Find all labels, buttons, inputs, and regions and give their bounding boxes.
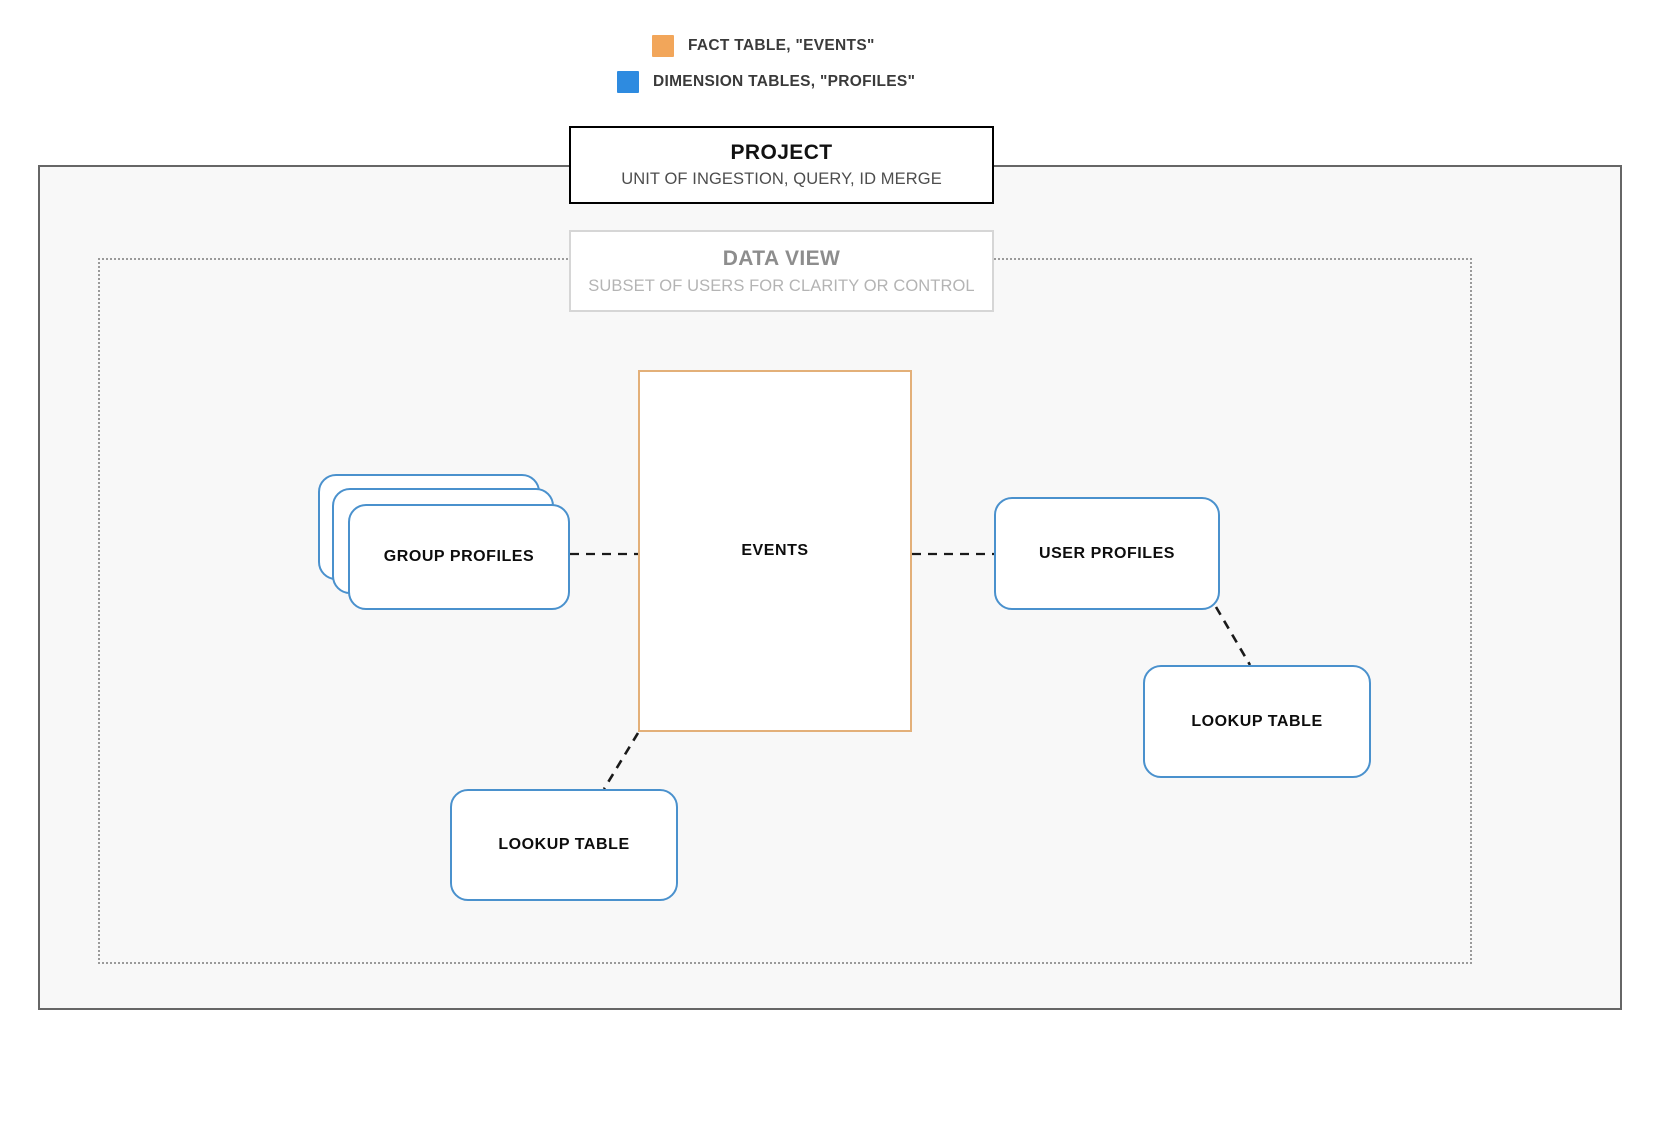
node-label-lookup-table-left: LOOKUP TABLE xyxy=(498,836,630,853)
orange-square-swatch-icon xyxy=(652,35,674,57)
legend-item-dimension-tables: DIMENSION TABLES, "PROFILES" xyxy=(617,71,915,93)
legend-label-dimension-tables: DIMENSION TABLES, "PROFILES" xyxy=(653,73,916,90)
node-group-profiles[interactable]: GROUP PROFILES xyxy=(318,474,570,610)
node-lookup-table-left[interactable]: LOOKUP TABLE xyxy=(450,789,678,901)
node-label-group-profiles: GROUP PROFILES xyxy=(383,548,535,565)
node-label-events: EVENTS xyxy=(741,542,809,559)
blue-square-swatch-icon xyxy=(617,71,639,93)
data-view-title: DATA VIEW xyxy=(722,246,841,270)
data-view-title-box: DATA VIEW SUBSET OF USERS FOR CLARITY OR… xyxy=(569,230,994,312)
legend-label-fact-table: FACT TABLE, "EVENTS" xyxy=(688,37,875,54)
node-events[interactable]: EVENTS xyxy=(638,370,912,732)
project-title: PROJECT xyxy=(730,141,833,164)
node-label-user-profiles: USER PROFILES xyxy=(1038,544,1176,562)
node-user-profiles[interactable]: USER PROFILES xyxy=(994,497,1220,610)
project-title-box: PROJECT UNIT OF INGESTION, QUERY, ID MER… xyxy=(569,126,994,204)
node-label-lookup-table-right: LOOKUP TABLE xyxy=(1191,712,1323,730)
group-profiles-stack-card-front[interactable]: GROUP PROFILES xyxy=(348,504,570,610)
node-lookup-table-right[interactable]: LOOKUP TABLE xyxy=(1143,665,1371,778)
data-view-subtitle: SUBSET OF USERS FOR CLARITY OR CONTROL xyxy=(588,276,975,295)
legend-item-fact-table: FACT TABLE, "EVENTS" xyxy=(652,35,875,57)
project-subtitle: UNIT OF INGESTION, QUERY, ID MERGE xyxy=(621,170,942,188)
